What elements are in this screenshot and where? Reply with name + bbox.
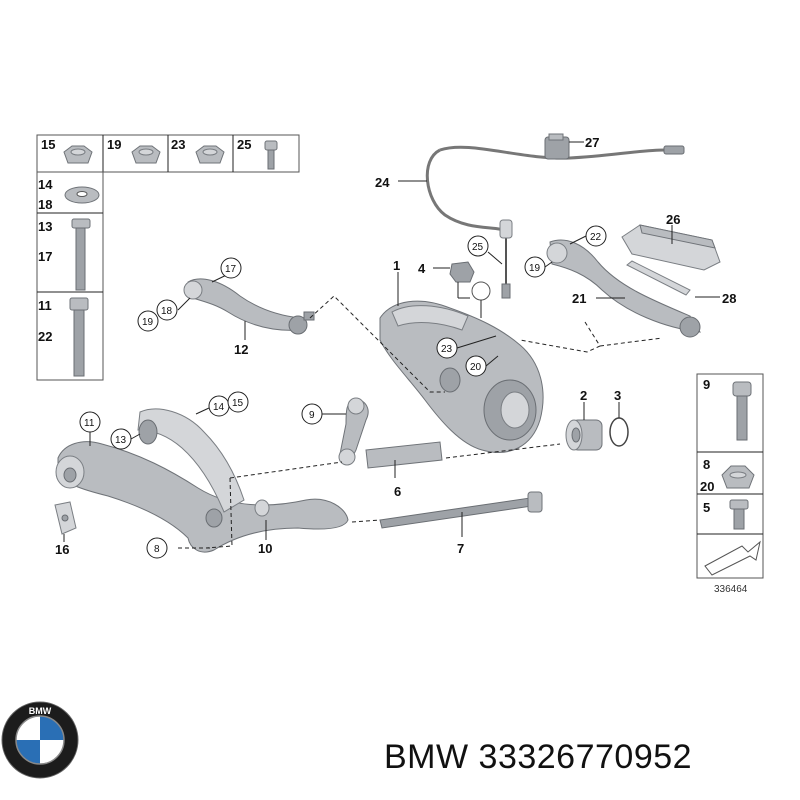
callout-4: 4	[418, 261, 426, 276]
washer-icon	[64, 186, 100, 204]
callout-10: 10	[258, 541, 272, 556]
callout-21: 21	[572, 291, 586, 306]
table-label-13: 13	[38, 219, 52, 234]
fastener-table-right: 9 8 20 5	[696, 373, 764, 579]
callout-6: 6	[394, 484, 401, 499]
callout-7: 7	[457, 541, 464, 556]
table-label-15: 15	[41, 137, 55, 152]
table-label-5: 5	[703, 500, 710, 515]
callout-12: 16	[55, 542, 69, 557]
callout-2: 2	[580, 388, 587, 403]
table-label-23: 23	[171, 137, 185, 152]
callout-1: 1	[393, 258, 400, 273]
table-label-18: 18	[38, 197, 52, 212]
short-bolt-icon	[729, 499, 749, 530]
bracket-26	[621, 224, 721, 271]
callout-19-right: 19	[529, 263, 541, 274]
table-label-20: 20	[700, 479, 714, 494]
callout-26: 26	[666, 212, 680, 227]
callout-9: 9	[309, 410, 315, 421]
circled-callouts: 17 18 19 22 19 25 23 20 11 13 14 15 9	[79, 225, 607, 559]
shaft-6	[365, 441, 443, 469]
table-label-9: 9	[703, 377, 710, 392]
callout-25: 25	[472, 242, 484, 253]
table-label-19: 19	[107, 137, 121, 152]
callout-20: 20	[470, 362, 482, 373]
direction-arrow-icon	[704, 540, 761, 576]
part-number: 33326770952	[478, 738, 693, 776]
bmw-logo: BMW	[1, 701, 79, 779]
bracket-12	[54, 501, 77, 535]
callout-28: 27	[585, 135, 599, 150]
fastener-table-left: 14 18 13 17 11 22	[36, 171, 104, 381]
part-4	[449, 261, 475, 283]
long-bolt-7	[379, 491, 543, 529]
flange-nut-icon	[195, 145, 225, 164]
fastener-table-top: 15 19 23 25	[36, 134, 300, 173]
drawing-reference: 336464	[714, 584, 748, 595]
callout-3: 3	[614, 388, 621, 403]
table-label-8: 8	[703, 457, 710, 472]
lower-control-arm-10	[55, 408, 349, 553]
table-label-11: 11	[38, 298, 52, 313]
table-label-25: 25	[237, 137, 251, 152]
flange-nut-icon	[721, 465, 755, 489]
bolt-icon	[71, 218, 91, 291]
circlip-3	[609, 417, 629, 447]
part-caption: BMW 33326770952	[384, 738, 692, 777]
speed-sensor-cable	[425, 145, 685, 299]
table-label-22: 22	[38, 329, 52, 344]
flange-nut-icon	[63, 145, 93, 164]
callout-15: 15	[232, 398, 244, 409]
bushing-2	[565, 419, 603, 451]
logo-lettering: BMW	[29, 706, 52, 716]
table-label-17: 17	[38, 249, 52, 264]
callout-16: 12	[234, 342, 248, 357]
clip-27	[626, 260, 691, 296]
callout-11: 11	[84, 418, 95, 429]
connector-28	[544, 133, 570, 160]
bolt-icon	[69, 297, 89, 377]
bolt-icon	[732, 381, 752, 441]
assembly-lines	[176, 295, 663, 549]
callout-27: 28	[722, 291, 736, 306]
upper-control-arm-16	[183, 278, 315, 335]
brand-name: BMW	[384, 738, 469, 776]
callout-19-left: 19	[142, 317, 154, 328]
callout-23: 23	[441, 344, 453, 355]
flange-nut-icon	[131, 145, 161, 164]
wheel-carrier-1	[379, 300, 544, 453]
callout-22: 22	[590, 232, 602, 243]
callout-18: 18	[161, 306, 173, 317]
callout-8: 8	[154, 544, 160, 555]
callout-14: 14	[213, 402, 225, 413]
upper-control-arm-21	[546, 239, 701, 338]
callout-17: 17	[225, 264, 237, 275]
socket-screw-icon	[264, 140, 278, 170]
table-label-14: 14	[38, 177, 53, 192]
toe-link	[338, 397, 369, 466]
callout-24: 24	[375, 175, 390, 190]
callout-13: 13	[115, 435, 127, 446]
